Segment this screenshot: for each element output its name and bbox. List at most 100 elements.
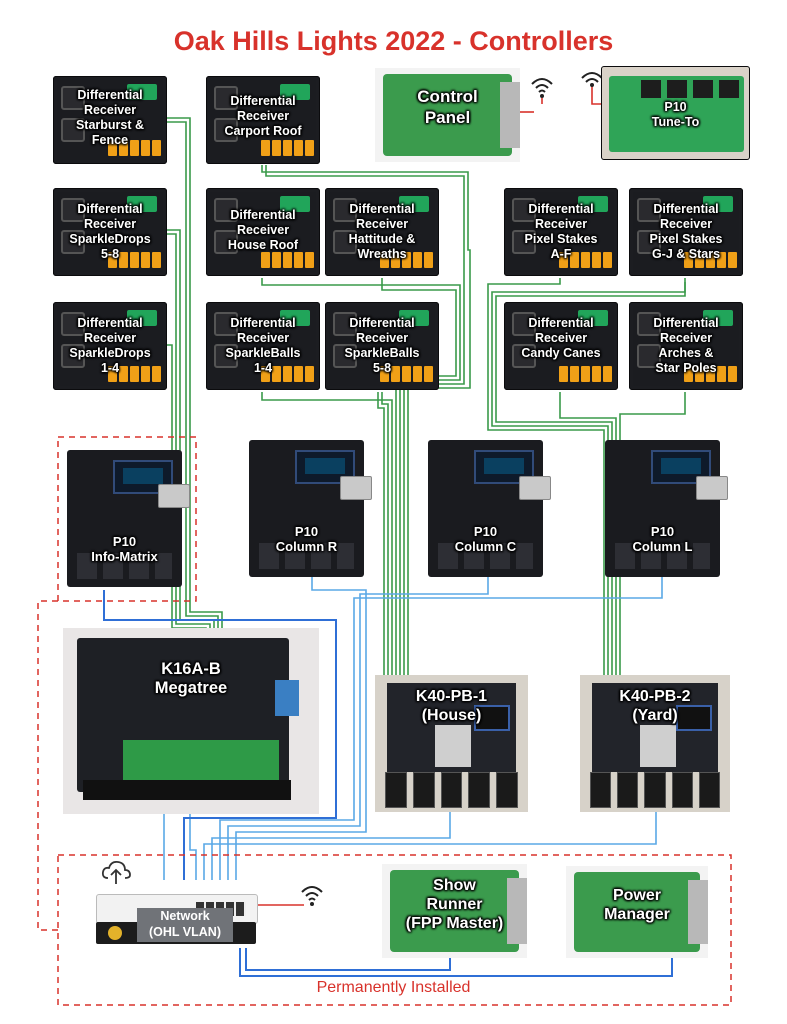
receiver-label-line: 5-8 <box>372 361 392 375</box>
k16a-b-megatree: K16A-B Megatree <box>63 628 319 814</box>
p10-column-c: P10 Column C <box>428 440 551 577</box>
receiver-hattitude-wreaths: Differential Receiver Hattitude & Wreath… <box>325 188 439 276</box>
receiver-pixel-stakes-g-j: Differential Receiver Pixel Stakes G-J &… <box>629 188 743 276</box>
k40-yard-label: (Yard) <box>632 707 678 724</box>
p10-label: Column L <box>632 539 693 554</box>
receiver-label-line: Receiver <box>83 103 137 117</box>
megatree-label: K16A-B <box>161 660 221 678</box>
receiver-label-line: Receiver <box>83 331 137 345</box>
receiver-label-line: Arches & <box>658 346 714 360</box>
receiver-label-line: Receiver <box>236 109 290 123</box>
receiver-label-line: Differential <box>77 202 143 216</box>
p10-label: P10 <box>650 524 675 539</box>
receiver-arches-star-poles: Differential Receiver Arches & Star Pole… <box>629 302 743 390</box>
p10-label: P10 <box>112 534 137 549</box>
wifi-icon <box>581 72 603 87</box>
network-label: Network (OHL VLAN) <box>137 908 233 942</box>
receiver-carport-roof: Differential Receiver Carport Roof <box>206 76 320 164</box>
receiver-label-line: House Roof <box>227 238 299 252</box>
tune-to-label: Tune-To <box>651 115 700 129</box>
permanently-installed-label: Permanently Installed <box>316 979 471 996</box>
receiver-label-line: Receiver <box>534 217 588 231</box>
receiver-label-line: 5-8 <box>100 247 120 261</box>
wifi-icon <box>531 78 553 104</box>
receiver-pixel-stakes-a-f: Differential Receiver Pixel Stakes A-F <box>504 188 618 276</box>
p10-label: Info-Matrix <box>91 549 158 564</box>
receiver-label-line: SparkleDrops <box>69 346 151 360</box>
power-manager-label: Power <box>612 887 661 904</box>
p10-tune-to: P10 Tune-To <box>601 66 750 160</box>
receiver-sparkledrops-5-8: Differential Receiver SparkleDrops 5-8 <box>53 188 167 276</box>
show-runner-pi: Show Runner (FPP Master) <box>382 864 527 958</box>
receiver-label-line: Receiver <box>659 331 713 345</box>
k40-yard-label: K40-PB-2 <box>619 688 691 705</box>
receiver-label-line: Differential <box>77 88 143 102</box>
receiver-label-line: 1-4 <box>253 361 273 375</box>
power-manager-label: Manager <box>604 906 670 923</box>
receiver-label-line: Receiver <box>355 217 409 231</box>
receiver-label-line: Differential <box>230 208 296 222</box>
wifi-icon <box>301 886 323 906</box>
receiver-label-line: SparkleDrops <box>69 232 151 246</box>
receiver-label-line: A-F <box>550 247 572 261</box>
receiver-label-line: Differential <box>230 94 296 108</box>
k40-pb-2-yard: K40-PB-2 (Yard) <box>580 675 730 812</box>
receiver-label-line: Receiver <box>236 223 290 237</box>
receiver-label-line: Receiver <box>659 217 713 231</box>
receiver-label-line: Differential <box>77 316 143 330</box>
cloud-upload-icon <box>101 860 131 884</box>
receiver-label-line: Wreaths <box>357 247 407 261</box>
receiver-label-line: SparkleBalls <box>344 346 420 360</box>
receiver-label-line: Differential <box>528 202 594 216</box>
p10-info-matrix: P10 Info-Matrix <box>67 450 190 587</box>
receiver-sparkledrops-1-4: Differential Receiver SparkleDrops 1-4 <box>53 302 167 390</box>
megatree-label: Megatree <box>154 679 228 697</box>
k40-pb-1-house: K40-PB-1 (House) <box>375 675 528 812</box>
receiver-label-line: Differential <box>349 202 415 216</box>
show-runner-label: (FPP Master) <box>405 915 504 932</box>
receiver-label-line: 1-4 <box>100 361 120 375</box>
receiver-label-line: G-J & Stars <box>651 247 721 261</box>
receiver-label-line: Differential <box>653 316 719 330</box>
receiver-label-line: Differential <box>230 316 296 330</box>
receiver-label-line: Differential <box>528 316 594 330</box>
show-runner-label: Runner <box>426 896 483 913</box>
receiver-label-line: Starburst & <box>75 118 145 132</box>
receiver-label-line: Pixel Stakes <box>649 232 723 246</box>
control-panel-pi: Control Panel <box>375 68 520 162</box>
receiver-label-line: Hattitude & <box>348 232 416 246</box>
receiver-starburst-fence: Differential Receiver Starburst & Fence <box>53 76 167 164</box>
tune-to-label: P10 <box>664 100 687 114</box>
receiver-label-line: Fence <box>91 133 129 147</box>
p10-label: Column R <box>275 539 338 554</box>
receiver-label-line: Pixel Stakes <box>524 232 598 246</box>
receiver-candy-canes: Differential Receiver Candy Canes <box>504 302 618 390</box>
p10-label: P10 <box>473 524 498 539</box>
power-manager-pi: Power Manager <box>566 866 708 958</box>
receiver-label-line: Receiver <box>534 331 588 345</box>
k40-house-label: (House) <box>421 707 482 724</box>
show-runner-label: Show <box>433 877 476 894</box>
receiver-label-line: SparkleBalls <box>225 346 301 360</box>
p10-column-l: P10 Column L <box>605 440 728 577</box>
diagram-title: Oak Hills Lights 2022 - Controllers <box>173 26 614 56</box>
receiver-label-line: Differential <box>349 316 415 330</box>
receiver-label-line: Receiver <box>83 217 137 231</box>
receiver-label-line: Candy Canes <box>521 346 601 360</box>
receiver-sparkleballs-1-4: Differential Receiver SparkleBalls 1-4 <box>206 302 320 390</box>
network-label-line: (OHL VLAN) <box>149 925 221 939</box>
receiver-sparkleballs-5-8: Differential Receiver SparkleBalls 5-8 <box>325 302 439 390</box>
receiver-label-line: Receiver <box>355 331 409 345</box>
network-label-line: Network <box>160 909 210 923</box>
p10-column-r: P10 Column R <box>249 440 372 577</box>
control-panel-label: Panel <box>424 108 471 127</box>
receiver-label-line: Star Poles <box>655 361 717 375</box>
receiver-label-line: Differential <box>653 202 719 216</box>
p10-label: P10 <box>294 524 319 539</box>
control-panel-label: Control <box>417 87 478 106</box>
p10-label: Column C <box>454 539 517 554</box>
receiver-label-line: Receiver <box>236 331 290 345</box>
receiver-house-roof: Differential Receiver House Roof <box>206 188 320 276</box>
receiver-label-line: Carport Roof <box>224 124 302 138</box>
